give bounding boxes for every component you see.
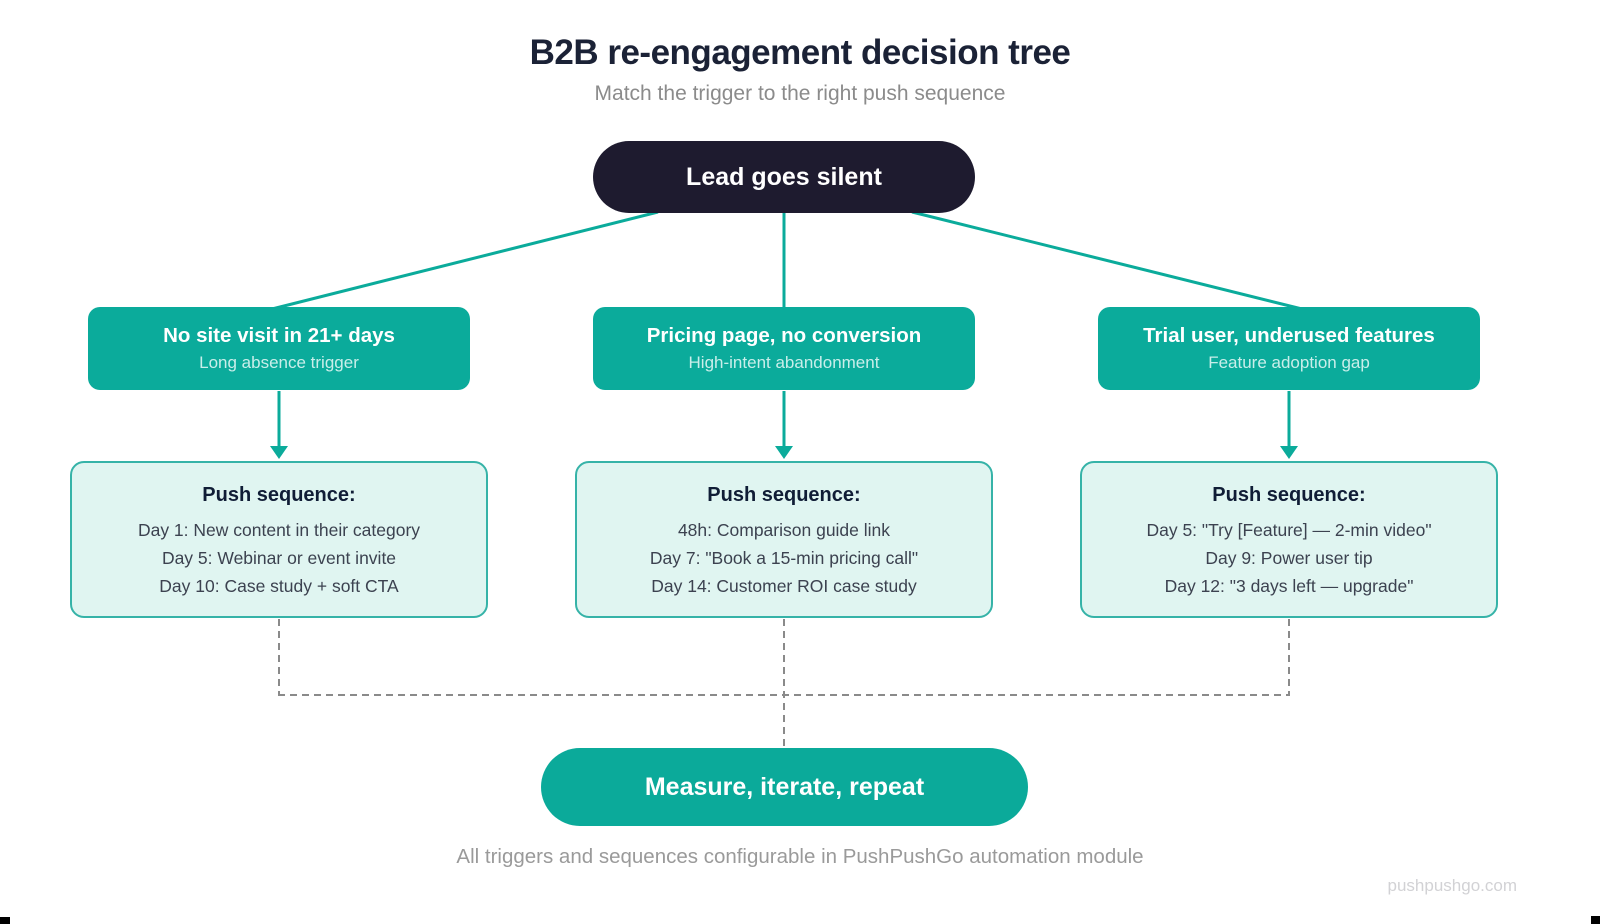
sequence-node-long-absence: Push sequence: Day 1: New content in the… — [70, 461, 488, 618]
trigger-to-sequence-arrows — [270, 391, 1298, 459]
root-branch-lines — [271, 210, 1303, 311]
end-node-label: Measure, iterate, repeat — [644, 772, 925, 801]
trigger-node-pricing-page: Pricing page, no conversion High-intent … — [593, 307, 975, 390]
sequence-step: Day 7: "Book a 15-min pricing call" — [649, 548, 919, 568]
trigger-node-trial-user: Trial user, underused features Feature a… — [1098, 307, 1480, 390]
sequence-heading: Push sequence: — [1212, 484, 1366, 506]
page-subtitle: Match the trigger to the right push sequ… — [594, 82, 1006, 105]
trigger-title: Pricing page, no conversion — [646, 324, 922, 347]
watermark-pushpushgo: pushpushgo.com — [1387, 876, 1517, 895]
sequence-step: Day 12: "3 days left — upgrade" — [1164, 576, 1414, 596]
corner-artifact-right — [1591, 916, 1600, 924]
sequence-heading: Push sequence: — [707, 484, 861, 506]
corner-artifact-left — [0, 917, 10, 924]
sequence-step: Day 9: Power user tip — [1205, 548, 1373, 568]
trigger-subtitle: Long absence trigger — [199, 353, 359, 372]
sequence-step: Day 5: Webinar or event invite — [161, 548, 397, 568]
sequence-step: Day 5: "Try [Feature] — 2-min video" — [1146, 520, 1432, 540]
trigger-subtitle: High-intent abandonment — [688, 353, 880, 372]
trigger-title: No site visit in 21+ days — [163, 324, 395, 347]
trigger-node-no-site-visit: No site visit in 21+ days Long absence t… — [88, 307, 470, 390]
end-node-measure-iterate-repeat: Measure, iterate, repeat — [541, 748, 1028, 826]
merge-dashed-lines — [278, 619, 1290, 747]
page-title: B2B re-engagement decision tree — [529, 33, 1071, 72]
sequence-step: Day 10: Case study + soft CTA — [159, 576, 399, 596]
page-footer-note: All triggers and sequences configurable … — [456, 845, 1144, 868]
root-node-label: Lead goes silent — [686, 162, 882, 191]
trigger-subtitle: Feature adoption gap — [1208, 353, 1370, 372]
root-node-lead-goes-silent: Lead goes silent — [593, 141, 975, 213]
sequence-step: Day 1: New content in their category — [137, 520, 421, 540]
sequence-node-feature-adoption: Push sequence: Day 5: "Try [Feature] — 2… — [1080, 461, 1498, 618]
sequence-node-high-intent: Push sequence: 48h: Comparison guide lin… — [575, 461, 993, 618]
trigger-title: Trial user, underused features — [1143, 324, 1435, 347]
sequence-step: Day 14: Customer ROI case study — [651, 576, 917, 596]
sequence-heading: Push sequence: — [202, 484, 356, 506]
sequence-step: 48h: Comparison guide link — [677, 520, 891, 540]
